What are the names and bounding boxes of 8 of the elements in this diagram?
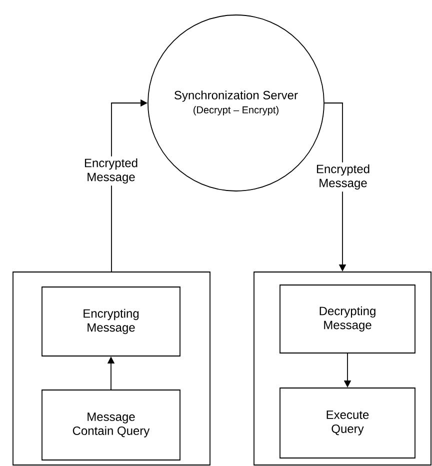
process-box: Encrypting Message — [42, 286, 180, 356]
process-box: Message Contain Query — [42, 390, 180, 460]
process-box: Execute Query — [280, 388, 416, 458]
container-box — [254, 272, 432, 466]
process-box: Decrypting Message — [280, 284, 416, 354]
edge-label: Encrypted Message — [78, 156, 144, 186]
container-box — [12, 272, 210, 466]
edge-label: Encrypted Message — [310, 162, 376, 192]
